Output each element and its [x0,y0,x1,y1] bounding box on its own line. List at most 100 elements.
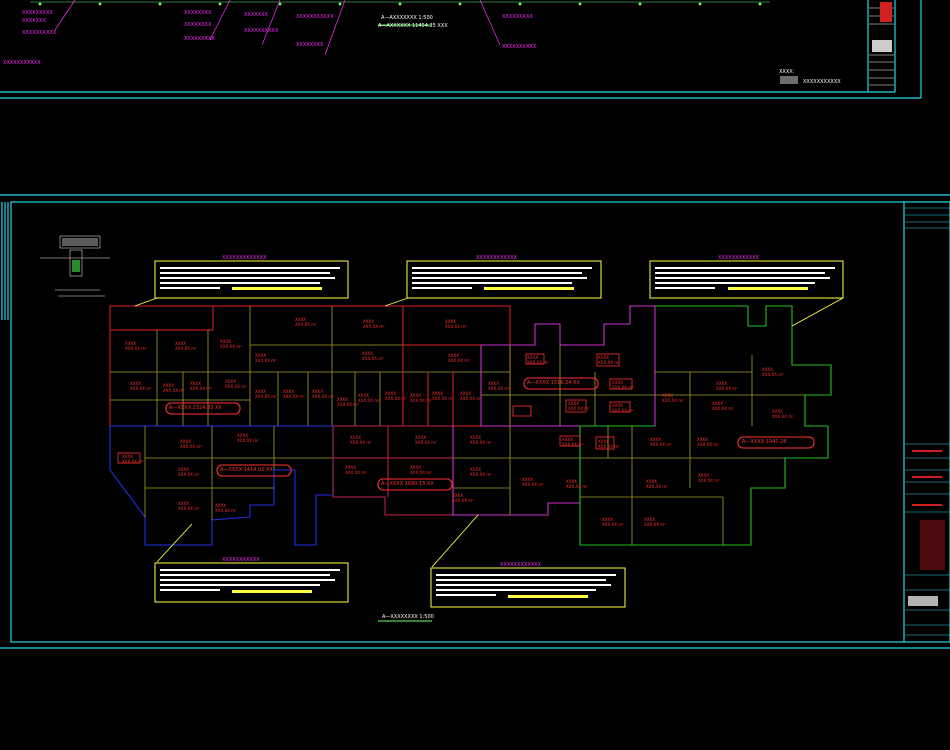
room-area: XXX.XX m² [362,356,384,361]
room-label: XXXX [312,389,323,394]
room-area: XXX.XX m² [646,484,668,489]
room-label: XXXX [568,401,579,406]
room-label: XXXX [432,391,443,396]
room-label: XXXX [698,473,709,478]
callout-title: XXXXXXXXXXXX [476,255,518,261]
room-area: XXX.XX m² [190,386,212,391]
room-area: XXX.XX m² [566,484,588,489]
room-label: XXXX [460,391,471,396]
room-area: XXX.XX m² [215,508,237,513]
room-area: XXX.XX m² [762,372,784,377]
callout-title: XXXXXXXXXXXX [500,562,542,568]
room-area: XXX.XX m² [712,406,734,411]
room-area: XXX.XX m² [697,442,719,447]
top-callout: XXXXXXXXXX [22,30,57,36]
room-label: XXXX [612,403,623,408]
room-area: XXX.XX m² [163,388,185,393]
room-label: XXXX [602,517,613,522]
room-area: XXX.XX m² [612,385,634,390]
callout-leaders [134,297,844,568]
top-plan-title-2: A—AXXXXXX 11454.25 XXX [378,23,448,29]
top-callout: XXXXXXXXX [184,36,215,42]
callout-title: XXXXXXXXXXX [222,557,260,563]
room-area: XXX.XX m² [460,396,482,401]
room-label: XXXX [470,435,481,440]
room-label: XXXX [712,401,723,406]
room-area: XXX.XX m² [410,398,432,403]
room-area: XXX.XX m² [522,482,544,487]
callout-title: XXXXXXXXXXXXX [222,255,267,261]
room-area: XXX.XX m² [562,442,584,447]
room-area: XXX.XX m² [130,386,152,391]
room-label: XXXX [180,439,191,444]
top-plan-title-1: A—AXXXXXXX 1:500 [381,15,433,21]
room-label: XXXX [488,381,499,386]
top-callout: XXXXXXXXXX [244,28,279,34]
room-label: XXXX [662,393,673,398]
room-label: XXXX [650,437,661,442]
top-leaders [54,0,501,56]
room-area: XXX.XX m² [432,396,454,401]
top-callout: XXXXXXXX [296,42,324,48]
callout-title: XXXXXXXXXXXX [718,255,760,261]
room-label: XXXX [350,435,361,440]
room-area: XXX.XX m² [255,394,277,399]
top-callout: XXXXXXXX [184,22,212,28]
room-area: XXX.XX m² [612,408,634,413]
top-sheet-frame [0,0,922,99]
room-label: XXXX [415,435,426,440]
room-label: XXXX [644,517,655,522]
callout-text-lines [160,267,835,596]
room-area: XXX.XX m² [602,522,624,527]
room-area: XXX.XX m² [598,444,620,449]
room-area: XXX.XX m² [772,414,794,419]
room-label: XXXX [130,381,141,386]
room-label: XXXX [448,353,459,358]
room-label: XXXX [125,341,136,346]
room-area: XXX.XX m² [237,438,259,443]
room-label: XXXX [122,454,133,459]
room-label: XXXX [178,501,189,506]
zone-label: A—XXXX 2324.83 XX [169,405,222,411]
top-left-note: XXXXXXXXXXX [3,60,41,66]
room-area: XXX.XX m² [716,386,738,391]
room-area: XXX.XX m² [662,398,684,403]
room-label: XXXX [410,393,421,398]
room-label: XXXX [566,479,577,484]
room-label: XXXX [598,439,609,444]
zone-label-ovals [165,377,815,491]
room-label: XXXX [358,393,369,398]
top-callout: XXXXXXX [244,12,268,18]
top-callout: XXXXXXXXXX [502,44,537,50]
zone-blue [109,425,334,546]
zone-green-grid [580,355,805,545]
room-area: XXX.XX m² [470,440,492,445]
room-label: XXXX [716,381,727,386]
room-area: XXX.XX m² [445,324,467,329]
room-area: XXX.XX m² [385,396,407,401]
room-area: XXX.XX m² [178,472,200,477]
room-area: XXX.XX m² [350,440,372,445]
room-label: XXXX [445,319,456,324]
room-label: XXXX [215,503,226,508]
zone-label: A—XXXX 1947.28 [742,439,787,445]
room-area: XXX.XX m² [448,358,470,363]
room-label: XXXX [178,467,189,472]
room-label: XXXX [697,437,708,442]
room-label: XXXX [646,479,657,484]
room-area: XXX.XX m² [345,470,367,475]
room-area: XXX.XX m² [698,478,720,483]
top-callout: XXXXXXXX [184,10,212,16]
room-area: XXX.XX m² [650,442,672,447]
room-label: XXXX [190,381,201,386]
zone-label: A—XXXX 1880.15 XX [381,481,434,487]
room-area: XXX.XX m² [220,344,242,349]
room-label: XXXX [612,380,623,385]
room-label: XXXX [220,339,231,344]
room-label: XXXX [163,383,174,388]
room-area: XXX.XX m² [358,398,380,403]
top-callout: XXXXXXXXX [22,10,53,16]
room-label: XXXX [522,477,533,482]
room-label: XXXX [598,355,609,360]
room-label: XXXX [410,465,421,470]
